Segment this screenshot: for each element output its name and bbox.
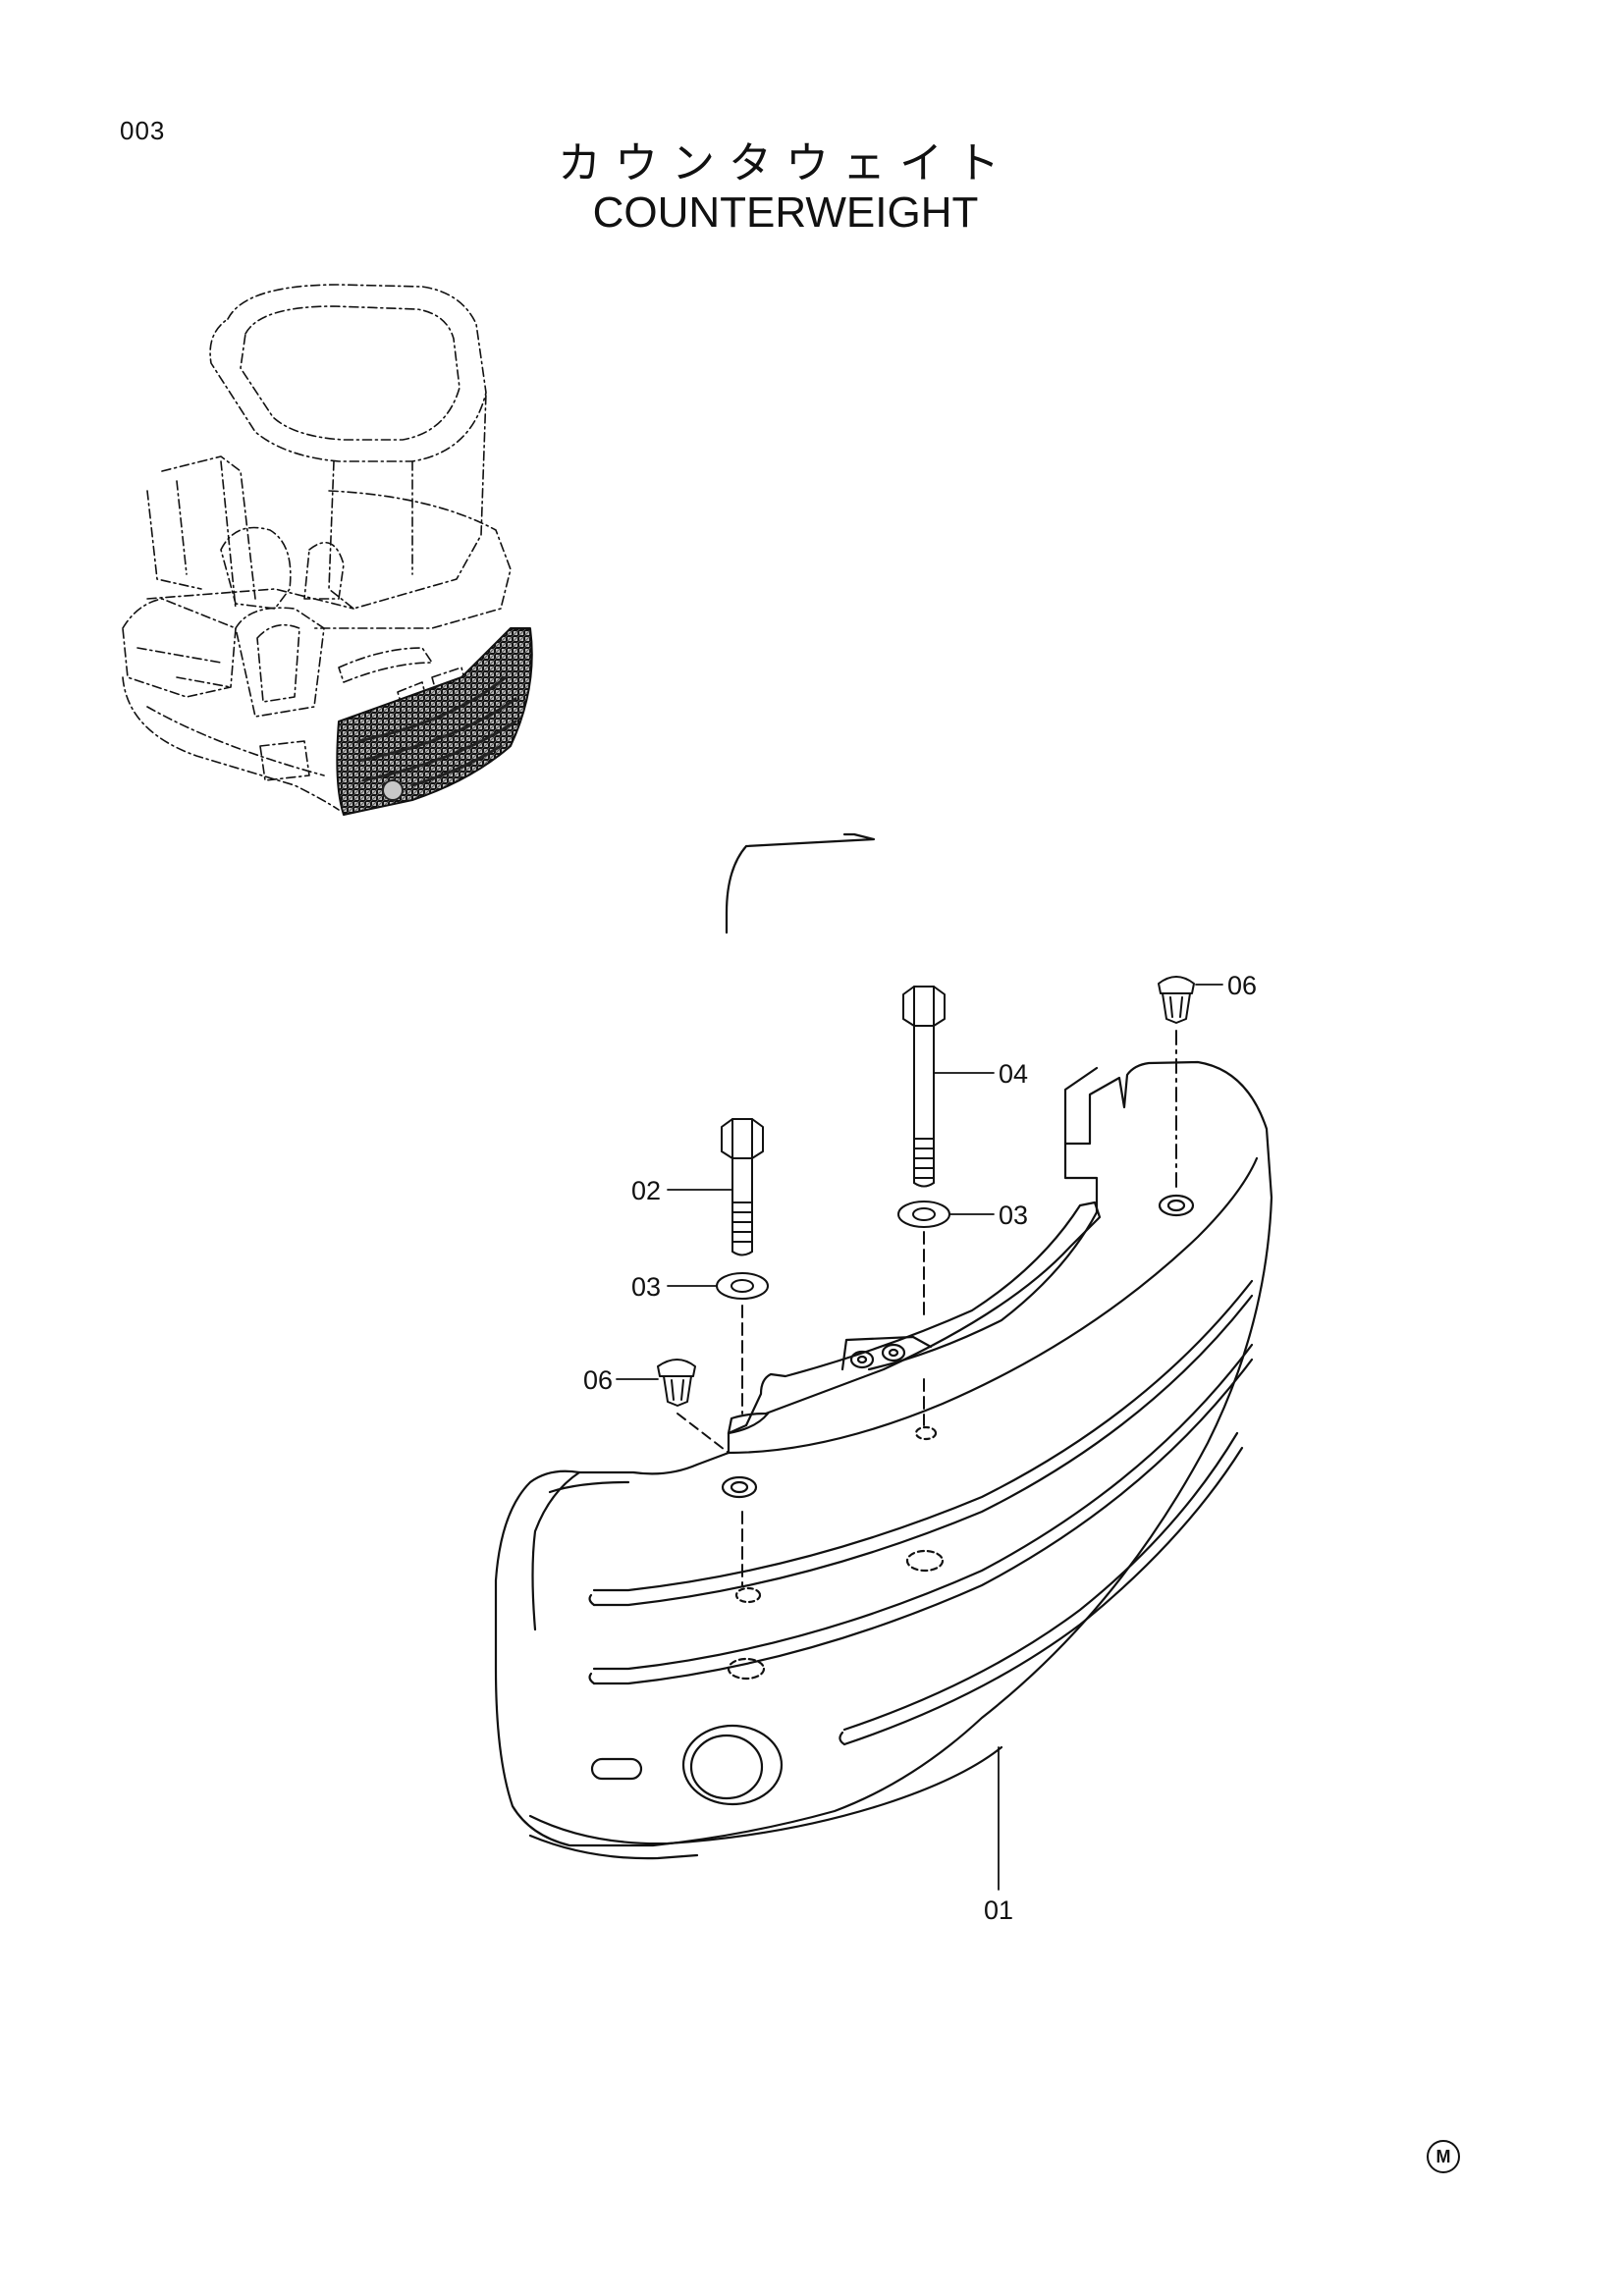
page-title-english: COUNTERWEIGHT	[592, 188, 979, 237]
washer-03-left	[716, 1272, 769, 1300]
bolt-04	[902, 986, 946, 1188]
callout-06-left: 06	[583, 1365, 613, 1395]
page-number: 003	[120, 116, 166, 145]
callout-02: 02	[631, 1176, 661, 1205]
callout-03-left: 03	[631, 1272, 661, 1302]
clip-06-right	[1158, 976, 1195, 1024]
washer-03-right	[897, 1201, 950, 1228]
counterweight-highlight	[336, 627, 533, 816]
bolt-02	[721, 1118, 764, 1256]
callout-leaders	[616, 984, 1223, 1891]
maker-mark-icon: M	[1427, 2140, 1460, 2173]
page-title-japanese: カウンタウェイト	[558, 138, 1013, 188]
callout-06-right: 06	[1227, 971, 1257, 1000]
counterweight-part	[494, 832, 1273, 1860]
callout-01: 01	[984, 1896, 1013, 1925]
callout-04: 04	[999, 1059, 1028, 1089]
leader-dashed-06-left	[677, 1413, 730, 1454]
excavator-overview-illustration	[122, 284, 512, 811]
clip-06-left	[657, 1359, 696, 1407]
callout-03-right: 03	[999, 1201, 1028, 1230]
